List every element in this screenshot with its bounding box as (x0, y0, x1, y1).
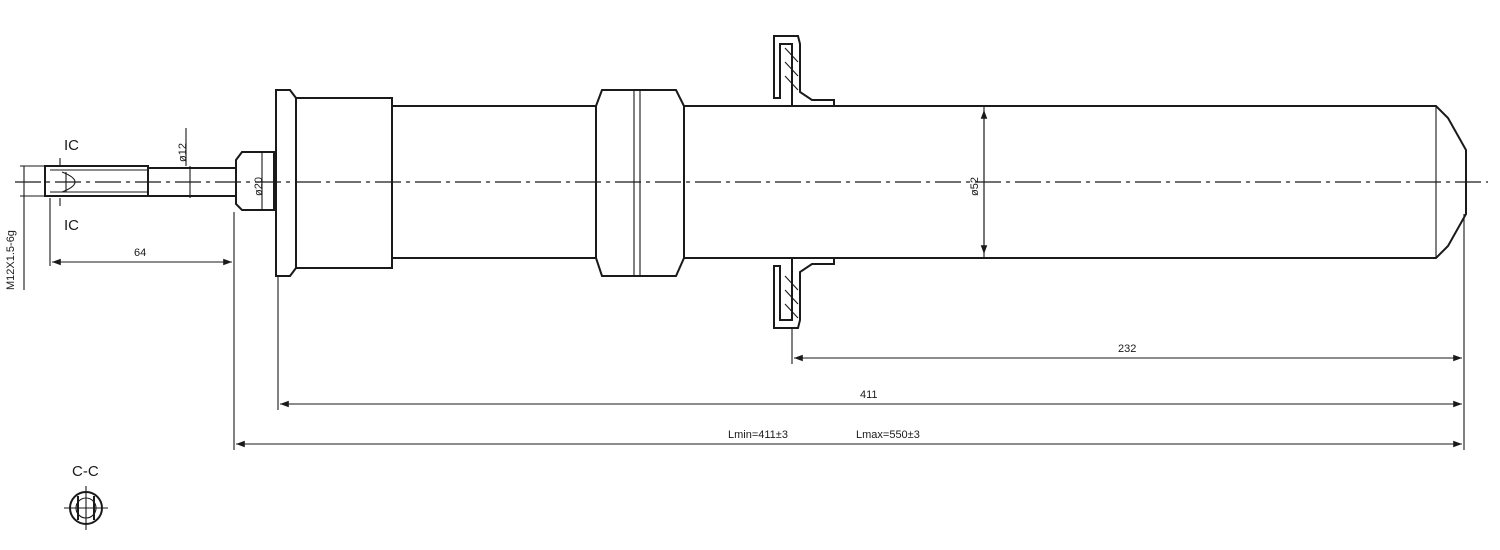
piston-rod (44, 165, 236, 198)
shoulder-diameter-label: ø20 (253, 177, 265, 196)
top-cap (275, 89, 393, 277)
rod-diameter-dimension: ø12 (177, 128, 189, 166)
spring-seat (773, 35, 835, 329)
length-min-label: Lmin=411±3 (728, 429, 788, 441)
section-mark-bottom-label: IC (64, 217, 79, 234)
rod-shoulder (235, 151, 275, 211)
thread-dimension: M12X1.5-6g (5, 165, 45, 290)
overall-length-dimension: Lmin=411±3 Lmax=550±3 (236, 429, 1462, 448)
section-mark-bottom: IC (59, 198, 79, 234)
rod-length-dimension: 64 (49, 198, 235, 450)
section-view-label: C-C (72, 463, 99, 480)
middle-collar (595, 89, 685, 277)
length-max-label: Lmax=550±3 (856, 429, 920, 441)
thread-label: M12X1.5-6g (5, 230, 17, 290)
shoulder-diameter-dimension: ø20 (253, 177, 265, 196)
body-diameter-label: ø52 (969, 177, 981, 196)
section-mark-top-label: IC (64, 137, 79, 154)
section-view: C-C (64, 463, 108, 530)
seat-to-end-label: 232 (1118, 343, 1136, 355)
section-mark-top: IC (59, 137, 79, 166)
rod-diameter-label: ø12 (177, 143, 189, 162)
body-length-label: 411 (860, 389, 878, 401)
body-length-dimension: 411 (277, 276, 1462, 410)
body-diameter-dimension: ø52 (969, 110, 988, 254)
seat-to-end-dimension: 232 (791, 214, 1465, 450)
rod-length-label: 64 (134, 247, 146, 259)
